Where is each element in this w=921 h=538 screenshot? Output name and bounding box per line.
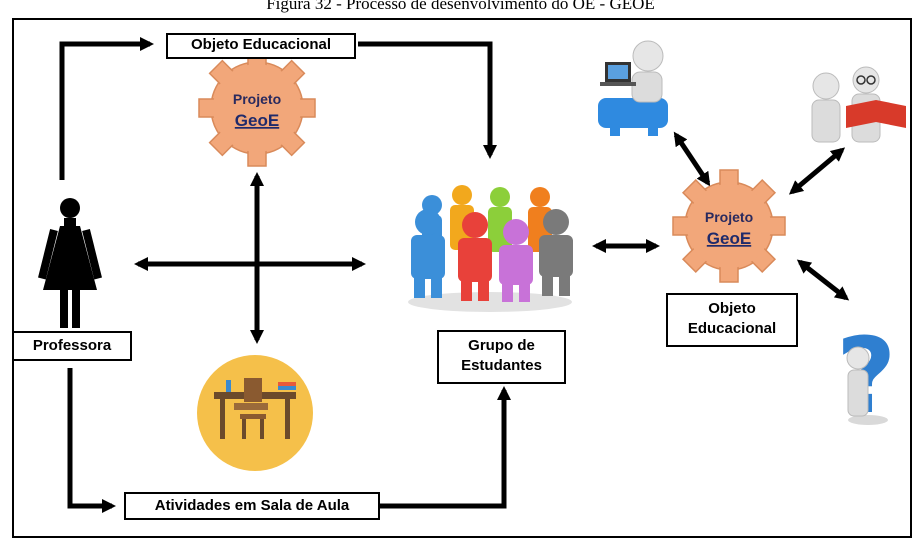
woman-icon [38,198,102,328]
student-group-icon [408,185,573,312]
people-reading-icon [811,66,906,143]
gear-left-line1: Projeto [233,91,281,107]
arrow-gear-computer [673,131,711,187]
arrow-objeto-to-grupo [358,41,497,159]
question-mark-icon: ? [836,315,896,437]
label-objeto-right-line2: Educacional [687,320,777,337]
figure-caption: Figura 32 - Processo de desenvolvimento … [266,0,655,13]
gear-right-line1: Projeto [705,209,753,225]
arrow-professora-to-objeto [59,37,154,180]
gear-icon-left: Projeto GeoE [198,49,316,167]
label-objeto-educacional-right: Objeto Educacional [666,293,798,347]
label-objeto-educacional-top: Objeto Educacional [166,33,356,59]
arrow-professora-to-atividades [67,368,116,513]
gear-right-line2: GeoE [707,229,751,248]
gear-left-line2: GeoE [235,111,279,130]
label-atividades-text: Atividades em Sala de Aula [154,497,350,514]
label-grupo-line2: Estudantes [461,357,542,374]
arrow-atividades-to-grupo [380,386,511,509]
arrow-gear-readers [788,147,846,195]
label-objeto-right-line1: Objeto [708,300,756,317]
label-professora-text: Professora [32,337,112,354]
arrow-gear-question [796,259,850,301]
label-atividades-em-sala-de-aula: Atividades em Sala de Aula [124,492,380,520]
gear-icon-right: Projeto GeoE [672,169,786,283]
classroom-desk-icon [197,355,313,471]
person-at-computer-icon [598,40,668,136]
label-grupo-de-estudantes: Grupo de Estudantes [437,330,566,384]
flow-arrows [59,37,850,513]
label-objeto-top-text: Objeto Educacional [190,36,332,53]
label-grupo-line1: Grupo de [468,337,535,354]
label-professora: Professora [12,331,132,361]
